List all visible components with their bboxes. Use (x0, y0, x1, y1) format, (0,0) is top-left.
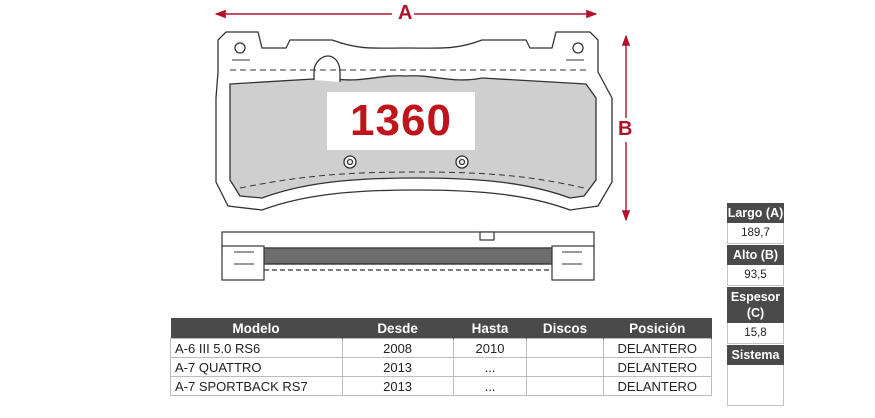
col-header-desde: Desde (342, 318, 454, 339)
cell-hasta: ... (452, 376, 528, 396)
col-header-posicion: Posición (603, 318, 713, 339)
spec-label-largo: Largo (A) (727, 203, 784, 223)
cell-hasta: ... (452, 357, 528, 377)
cell-discos (526, 357, 604, 377)
spec-value-alto: 93,5 (727, 265, 784, 286)
brake-pad-side-view (221, 231, 595, 281)
spec-label-sistema: Sistema (727, 345, 784, 365)
cell-discos (526, 338, 604, 358)
cell-discos (526, 376, 604, 396)
col-header-hasta: Hasta (453, 318, 528, 339)
cell-desde: 2013 (341, 357, 454, 377)
cell-posicion: DELANTERO (602, 376, 713, 396)
spec-label-alto: Alto (B) (727, 245, 784, 265)
cell-posicion: DELANTERO (602, 338, 713, 358)
applications-table: Modelo Desde Hasta Discos Posición A-6 I… (170, 318, 713, 396)
cell-modelo: A-7 SPORTBACK RS7 (170, 376, 343, 396)
part-number: 1360 (327, 92, 475, 150)
col-header-discos: Discos (526, 318, 604, 339)
cell-posicion: DELANTERO (602, 357, 713, 377)
spec-value-espesor: 15,8 (727, 323, 784, 344)
spec-value-largo: 189,7 (727, 223, 784, 244)
table-row: A-7 QUATTRO 2013 ... DELANTERO (170, 357, 713, 377)
spec-label-espesor: Espesor (C) (727, 287, 784, 323)
cell-modelo: A-6 III 5.0 RS6 (170, 338, 343, 358)
specs-panel: Largo (A) 189,7 Alto (B) 93,5 Espesor (C… (727, 202, 784, 406)
table-header-row: Modelo Desde Hasta Discos Posición (170, 318, 713, 339)
cell-modelo: A-7 QUATTRO (170, 357, 343, 377)
cell-hasta: 2010 (452, 338, 528, 358)
dimension-label-a: A (398, 2, 413, 24)
spec-value-sistema (727, 365, 784, 406)
dimension-label-b: B (618, 118, 633, 140)
cell-desde: 2008 (341, 338, 454, 358)
col-header-modelo: Modelo (170, 318, 343, 339)
table-row: A-7 SPORTBACK RS7 2013 ... DELANTERO (170, 376, 713, 396)
table-row: A-6 III 5.0 RS6 2008 2010 DELANTERO (170, 338, 713, 358)
cell-desde: 2013 (341, 376, 454, 396)
